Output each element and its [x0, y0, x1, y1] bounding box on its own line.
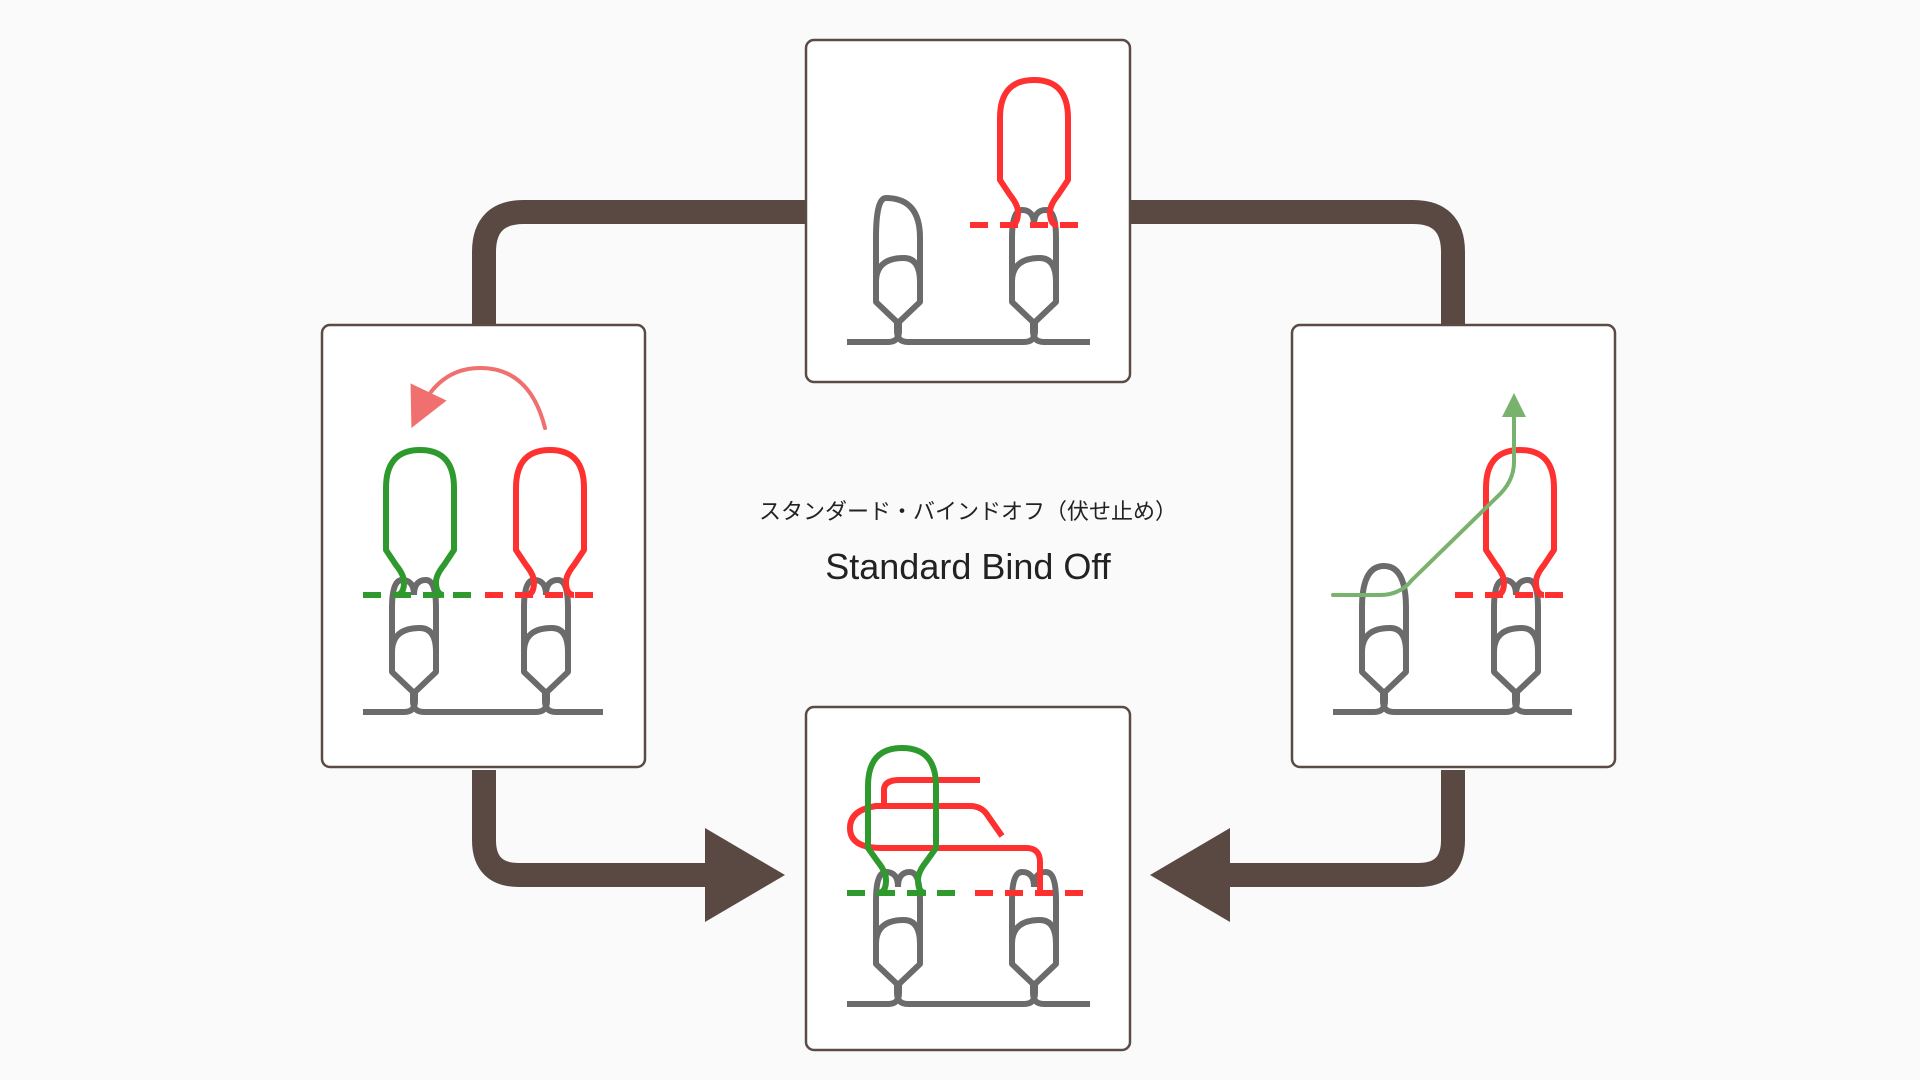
flow-arrow-left-to-top: [472, 200, 806, 325]
panel-bottom: [804, 705, 1132, 1052]
arrowhead-left-to-bottom: [705, 828, 785, 922]
panel-right: [1290, 323, 1617, 769]
needle-path: [1331, 393, 1526, 597]
gray-loop-left: [1359, 563, 1409, 652]
arrowhead-right-to-bottom: [1150, 828, 1230, 922]
lift-arrow: [410, 366, 547, 430]
gray-loop-right: [1009, 207, 1059, 282]
red-passed-stitch: [847, 803, 1043, 893]
flow-arrow-right-to-bottom: [1225, 770, 1465, 887]
title-english: Standard Bind Off: [825, 546, 1112, 587]
panel-right-stitches: [1331, 393, 1572, 715]
flow-arrows: [472, 200, 1465, 887]
green-loop: [383, 447, 457, 598]
panel-left: [320, 323, 647, 769]
panel-top: [804, 38, 1132, 384]
red-loop: [513, 447, 587, 598]
red-loop: [997, 77, 1071, 228]
title-japanese: スタンダード・バインドオフ（伏せ止め）: [759, 500, 1177, 525]
gray-loop-left: [873, 195, 923, 282]
panel-top-stitches: [847, 77, 1090, 345]
red-loop: [1483, 447, 1557, 598]
green-loop: [865, 745, 939, 896]
flow-arrow-top-to-right: [1130, 200, 1465, 325]
red-loop-top: [881, 777, 980, 806]
panel-bottom-stitches: [847, 745, 1090, 1007]
flow-arrow-left-to-bottom: [472, 770, 712, 887]
panel-left-stitches: [363, 366, 603, 715]
